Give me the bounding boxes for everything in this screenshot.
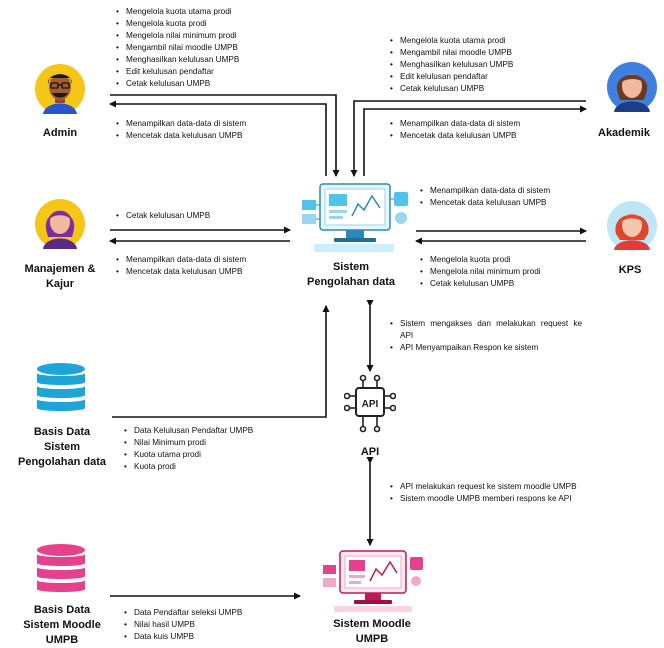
list-item: Mengelola kuota utama prodi <box>390 35 513 47</box>
moodle-db-to-moodle-list: Data Pendaftar seleksi UMPB Nilai hasil … <box>124 607 242 643</box>
list-item: Mengambil nilai moodle UMPB <box>116 42 239 54</box>
basis-moodle-label-line3: UMPB <box>45 634 79 646</box>
list-item: Mencetak data kelulusan UMPB <box>390 130 520 142</box>
computer-system-icon <box>294 178 414 263</box>
arrow-sistem-to-admin <box>109 100 327 176</box>
sistem-label-line1: Sistem <box>332 261 370 273</box>
basis-moodle-label-line2: Sistem Moodle <box>23 619 101 631</box>
list-item: Menghasilkan kelulusan UMPB <box>116 54 239 66</box>
sistem-label: Sistem Pengolahan data <box>292 260 410 290</box>
list-item: Data Kelulusan Pendaftar UMPB <box>124 425 253 437</box>
basis-data-label-line1: Basis Data <box>33 426 91 438</box>
basis-data-label-line3: Pengolahan data <box>17 456 107 468</box>
list-item: Menampilkan data-data di sistem <box>390 118 520 130</box>
database-icon <box>36 362 86 421</box>
list-item: Menghasilkan kelulusan UMPB <box>390 59 513 71</box>
akademik-avatar-icon <box>604 60 660 119</box>
admin-avatar-icon <box>35 62 85 121</box>
list-item: Nilai hasil UMPB <box>124 619 242 631</box>
sistem-to-manajemen-list: Menampilkan data-data di sistem Mencetak… <box>116 254 246 278</box>
arrow-akademik-to-sistem <box>350 100 586 177</box>
basis-data-label: Basis Data Sistem Pengolahan data <box>4 425 120 470</box>
list-item: API melakukan request ke sistem moodle U… <box>390 481 582 493</box>
list-item: Nilai Minimum prodi <box>124 437 253 449</box>
list-item: Kuota prodi <box>124 461 253 473</box>
kps-label-text: KPS <box>618 264 642 276</box>
api-label: API <box>342 445 398 460</box>
akademik-to-sistem-list: Mengelola kuota utama prodi Mengambil ni… <box>390 35 513 95</box>
sistem-to-admin-list: Menampilkan data-data di sistem Mencetak… <box>116 118 246 142</box>
manajemen-label-line2: Kajur <box>45 278 75 290</box>
svg-text:API: API <box>362 399 379 410</box>
list-item: Mencetak data kelulusan UMPB <box>420 197 583 209</box>
list-item: Cetak kelulusan UMPB <box>116 78 239 90</box>
list-item: Edit kelulusan pendaftar <box>116 66 239 78</box>
list-item: Mencetak data kelulusan UMPB <box>116 266 246 278</box>
list-item: Menampilkan data-data di sistem <box>420 185 583 197</box>
list-item: Mengelola nilai minimum prodi <box>420 266 541 278</box>
list-item: Data kuis UMPB <box>124 631 242 643</box>
manajemen-label-line1: Manajemen & <box>24 263 96 275</box>
moodle-computer-icon <box>318 547 428 618</box>
basis-data-label-line2: Sistem <box>43 441 81 453</box>
akademik-label: Akademik <box>598 126 664 141</box>
list-item: Data Pendaftar seleksi UMPB <box>124 607 242 619</box>
moodle-database-icon <box>36 543 86 602</box>
list-item: Sistem mengakses dan melakukan request k… <box>390 318 582 342</box>
akademik-label-text: Akademik <box>598 127 650 139</box>
admin-to-sistem-list: Mengelola kuota utama prodi Mengelola ku… <box>116 6 239 90</box>
kps-avatar-icon <box>606 200 658 257</box>
sistem-label-line2: Pengolahan data <box>306 276 396 288</box>
admin-label-text: Admin <box>42 127 78 139</box>
list-item: API Menyampaikan Respon ke sistem <box>390 342 582 354</box>
list-item: Mencetak data kelulusan UMPB <box>116 130 246 142</box>
basis-moodle-label: Basis Data Sistem Moodle UMPB <box>4 603 120 648</box>
basis-moodle-label-line1: Basis Data <box>33 604 91 616</box>
arrow-admin-to-sistem <box>110 94 340 177</box>
list-item: Mengelola kuota prodi <box>420 254 541 266</box>
list-item: Cetak kelulusan UMPB <box>420 278 541 290</box>
sistem-to-basis-list: Data Kelulusan Pendaftar UMPB Nilai Mini… <box>124 425 253 473</box>
list-item: Cetak kelulusan UMPB <box>116 210 210 222</box>
admin-label: Admin <box>20 126 100 141</box>
kps-to-sistem-list: Mengelola kuota prodi Mengelola nilai mi… <box>420 254 541 290</box>
list-item: Menampilkan data-data di sistem <box>116 118 246 130</box>
manajemen-label: Manajemen & Kajur <box>12 262 108 292</box>
list-item: Menampilkan data-data di sistem <box>116 254 246 266</box>
sistem-moodle-label-line2: UMPB <box>355 633 389 645</box>
sistem-to-akademik-list: Menampilkan data-data di sistem Mencetak… <box>390 118 520 142</box>
sistem-to-kps-list: Menampilkan data-data di sistem Mencetak… <box>420 185 583 209</box>
arrow-sistem-to-akademik <box>363 105 587 176</box>
arrow-basis-to-sistem <box>112 305 330 418</box>
list-item: Edit kelulusan pendaftar <box>390 71 513 83</box>
sistem-moodle-label: Sistem Moodle UMPB <box>314 617 430 647</box>
list-item: Mengelola kuota prodi <box>116 18 239 30</box>
api-chip-icon: API <box>343 374 397 441</box>
list-item: Mengelola nilai minimum prodi <box>116 30 239 42</box>
sistem-api-list: Sistem mengakses dan melakukan request k… <box>390 318 582 354</box>
api-moodle-list: API melakukan request ke sistem moodle U… <box>390 481 582 505</box>
list-item: Cetak kelulusan UMPB <box>390 83 513 95</box>
api-label-text: API <box>360 446 380 458</box>
list-item: Mengelola kuota utama prodi <box>116 6 239 18</box>
manajemen-to-sistem-list: Cetak kelulusan UMPB <box>116 210 210 222</box>
list-item: Mengambil nilai moodle UMPB <box>390 47 513 59</box>
kps-label: KPS <box>596 263 664 278</box>
manajemen-avatar-icon <box>35 197 85 256</box>
sistem-moodle-label-line1: Sistem Moodle <box>333 618 411 630</box>
list-item: Kuota utama prodi <box>124 449 253 461</box>
list-item: Sistem moodle UMPB memberi respons ke AP… <box>390 493 582 505</box>
